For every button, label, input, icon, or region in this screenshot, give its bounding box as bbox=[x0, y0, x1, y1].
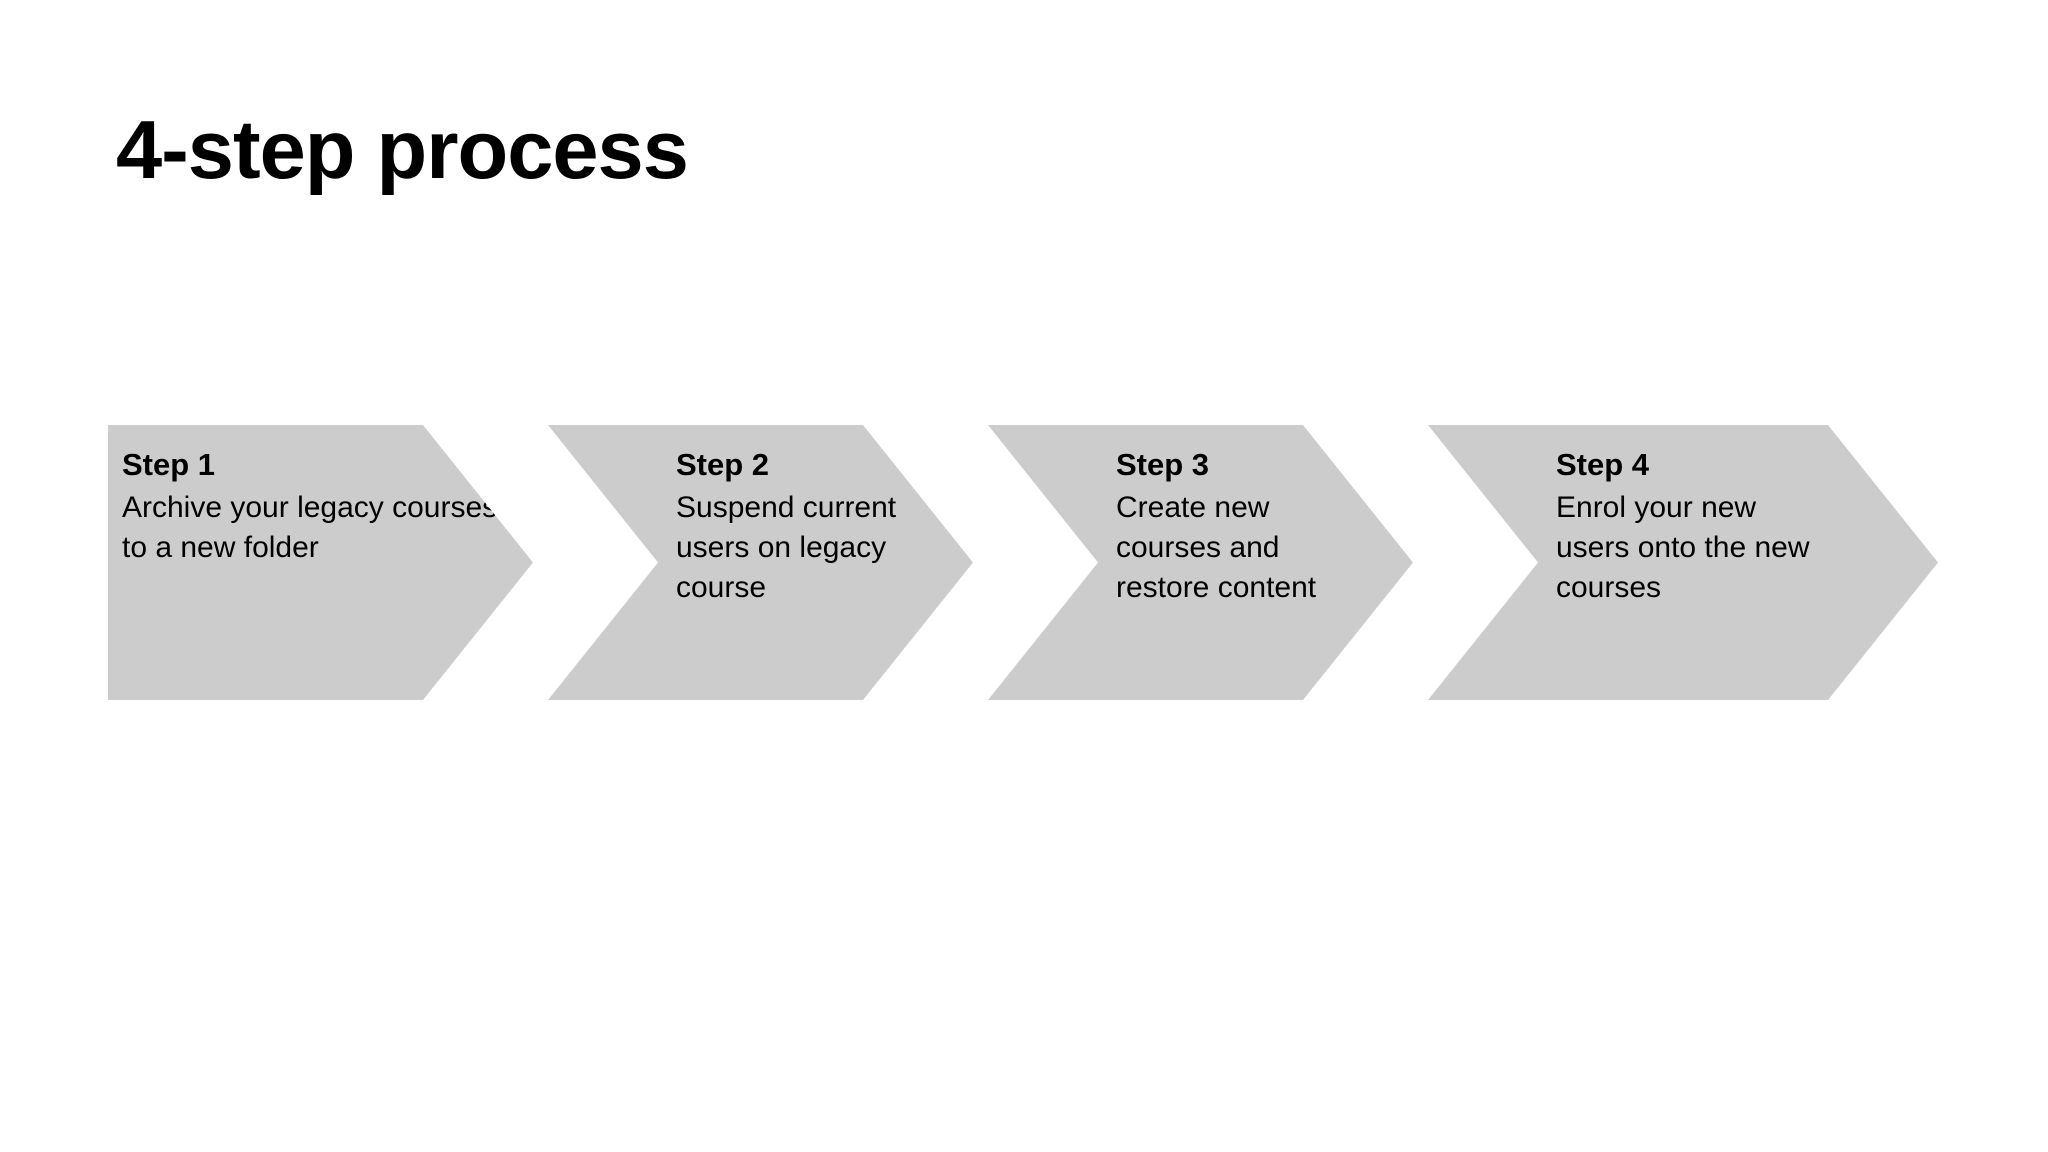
process-step-4-title: Step 4 bbox=[1556, 447, 1650, 482]
process-step-3-description: Create new courses and restore content bbox=[1116, 491, 1317, 605]
process-step-4-content: Step 4 Enrol your new users onto the new… bbox=[1556, 447, 1816, 608]
process-step-4[interactable]: Step 4 Enrol your new users onto the new… bbox=[1428, 425, 1938, 700]
process-step-2-content: Step 2 Suspend current users on legacy c… bbox=[676, 447, 916, 608]
process-step-2-description: Suspend current users on legacy course bbox=[676, 491, 897, 605]
process-step-3[interactable]: Step 3 Create new courses and restore co… bbox=[988, 425, 1413, 700]
process-step-3-title: Step 3 bbox=[1116, 447, 1210, 482]
page-title: 4-step process bbox=[116, 103, 689, 196]
process-step-1[interactable]: Step 1 Archive your legacy courses to a … bbox=[108, 425, 533, 700]
process-step-3-content: Step 3 Create new courses and restore co… bbox=[1116, 447, 1376, 608]
process-step-1-title: Step 1 bbox=[122, 447, 216, 482]
process-flow-diagram: Step 1 Archive your legacy courses to a … bbox=[0, 425, 2048, 700]
process-step-2-title: Step 2 bbox=[676, 447, 770, 482]
process-step-1-content: Step 1 Archive your legacy courses to a … bbox=[122, 447, 522, 568]
process-step-4-description: Enrol your new users onto the new course… bbox=[1556, 491, 1810, 605]
process-step-1-description: Archive your legacy courses to a new fol… bbox=[122, 491, 498, 565]
process-step-2[interactable]: Step 2 Suspend current users on legacy c… bbox=[548, 425, 973, 700]
